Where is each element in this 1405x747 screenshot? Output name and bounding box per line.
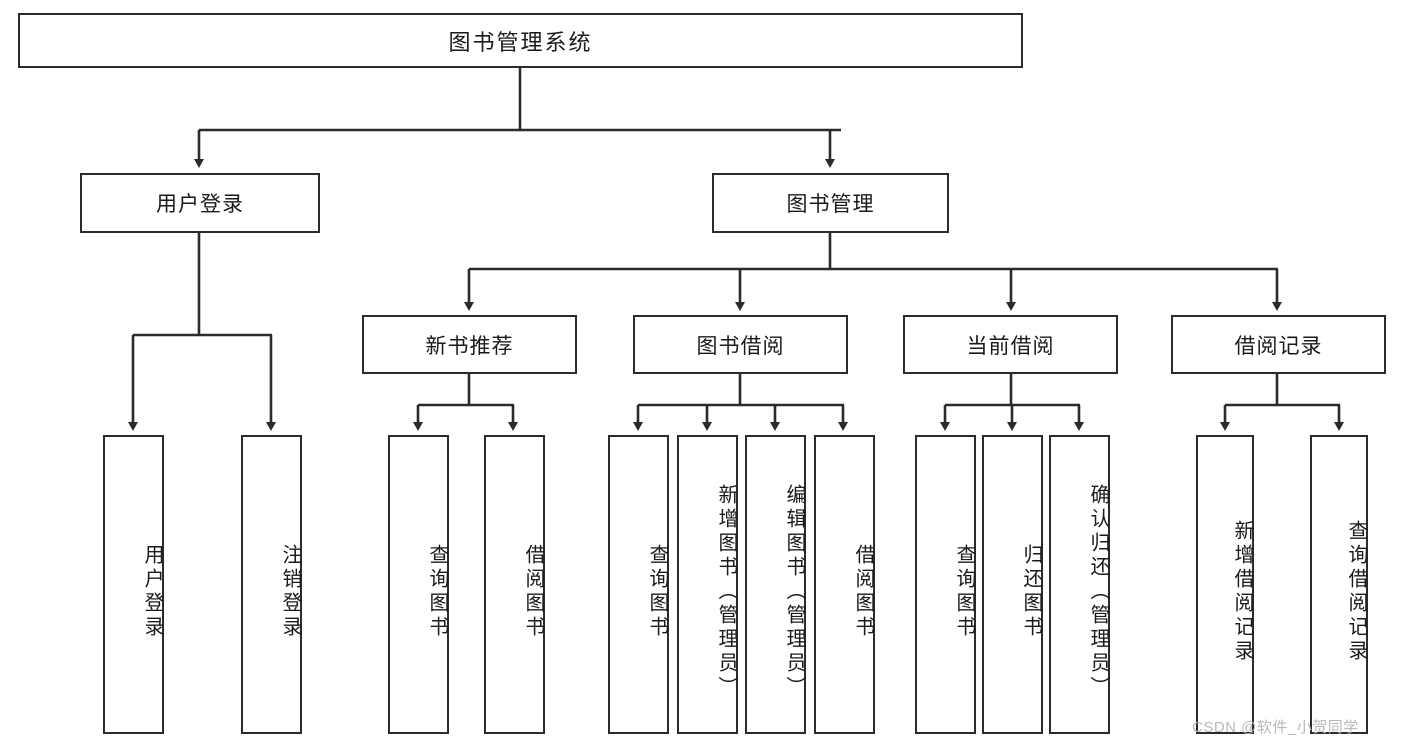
node-book-management[interactable]: 图书管理 (712, 173, 949, 233)
node-root-system[interactable]: 图书管理系统 (18, 13, 1023, 68)
node-book-borrow[interactable]: 图书借阅 (633, 315, 848, 374)
leaf-return-book[interactable]: 归还图书 (982, 435, 1043, 734)
leaf-user-logout[interactable]: 注销登录 (241, 435, 302, 734)
leaf-add-book-admin[interactable]: 新增图书（管理员） (677, 435, 738, 734)
leaf-user-login[interactable]: 用户登录 (103, 435, 164, 734)
node-new-book-recommend[interactable]: 新书推荐 (362, 315, 577, 374)
leaf-query-book-current[interactable]: 查询图书 (915, 435, 976, 734)
node-current-borrow[interactable]: 当前借阅 (903, 315, 1118, 374)
leaf-borrow-book[interactable]: 借阅图书 (814, 435, 875, 734)
node-borrow-record[interactable]: 借阅记录 (1171, 315, 1386, 374)
leaf-confirm-return-admin[interactable]: 确认归还（管理员） (1049, 435, 1110, 734)
node-user-login[interactable]: 用户登录 (80, 173, 320, 233)
leaf-edit-book-admin[interactable]: 编辑图书（管理员） (745, 435, 806, 734)
leaf-add-borrow-record[interactable]: 新增借阅记录 (1196, 435, 1254, 734)
leaf-query-book-borrow[interactable]: 查询图书 (608, 435, 669, 734)
leaf-query-borrow-record[interactable]: 查询借阅记录 (1310, 435, 1368, 734)
leaf-borrow-book-recommend[interactable]: 借阅图书 (484, 435, 545, 734)
leaf-query-book-recommend[interactable]: 查询图书 (388, 435, 449, 734)
csdn-watermark: CSDN @软件_小贺同学 (1192, 719, 1359, 736)
